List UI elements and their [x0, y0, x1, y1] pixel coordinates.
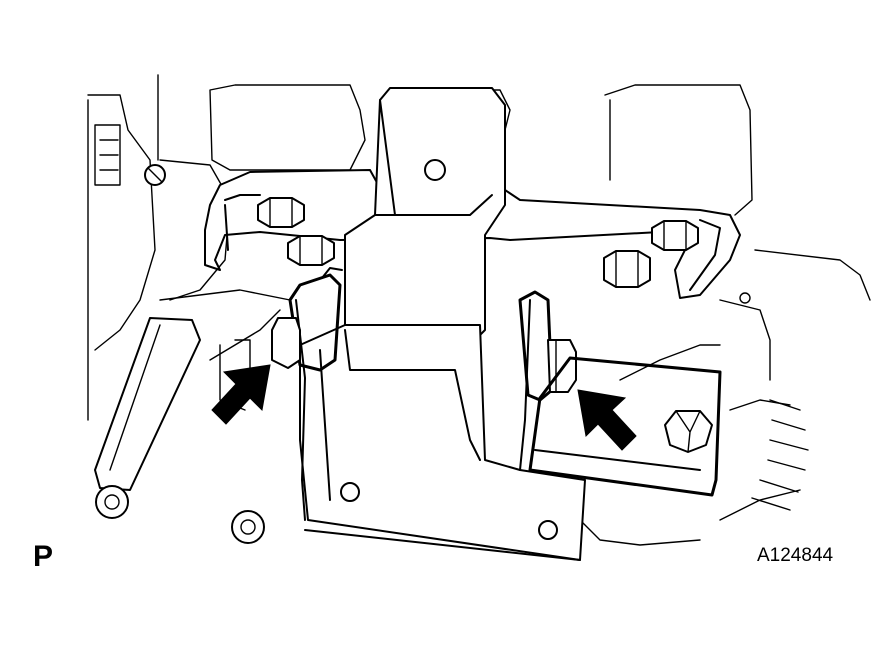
figure-id: A124844: [757, 545, 834, 566]
side-mount-arm: [528, 356, 722, 497]
left-arrow-icon: [211, 364, 271, 425]
right-hatch: [751, 399, 809, 511]
mount-bracket: [299, 324, 586, 561]
hanger-bolts: [144, 164, 699, 288]
bolt-mid-left: [287, 235, 335, 266]
bolt-mid-right: [603, 250, 651, 288]
stabilizer-rod: [94, 317, 265, 544]
upper-bracket: [344, 87, 506, 346]
right-arrow-icon: [577, 389, 637, 451]
left-insulator: [271, 267, 343, 521]
bolt-far-left: [144, 164, 166, 186]
view-label: P: [33, 540, 54, 573]
bolt-upper-left: [257, 197, 305, 228]
bolt-upper-right: [651, 220, 699, 251]
right-insulator: [518, 290, 577, 471]
